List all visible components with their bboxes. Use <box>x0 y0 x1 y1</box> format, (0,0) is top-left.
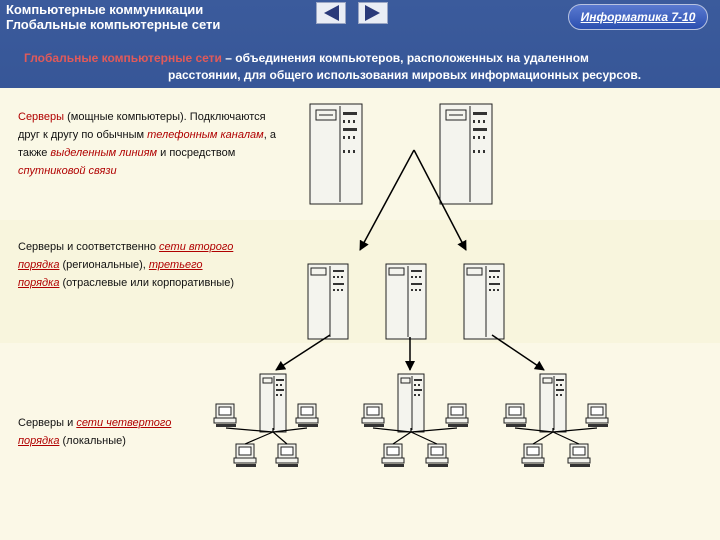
prev-slide-button[interactable] <box>316 2 346 24</box>
server-top-left <box>309 103 363 205</box>
link-arrow-1 <box>359 149 415 251</box>
next-slide-button[interactable] <box>358 2 388 24</box>
link-arrow-5 <box>491 334 545 371</box>
lan-group-1 <box>213 373 319 468</box>
s3-text-a: Серверы и <box>18 417 77 429</box>
s1-satellite: спутниковой связи <box>18 165 117 177</box>
s1-text-b: , а также <box>18 129 276 159</box>
header-title: Компьютерные коммуникации <box>6 2 204 17</box>
header-subtitle: Глобальные компьютерные сети <box>6 17 221 32</box>
info-link-button[interactable]: Информатика 7-10 <box>568 4 708 30</box>
link-arrow-3 <box>275 334 331 371</box>
s1-text-c: и посредством <box>157 147 236 159</box>
definition-term: Глобальные компьютерные сети <box>24 51 222 65</box>
lan-group-2 <box>361 373 469 468</box>
server-top-right <box>439 103 493 205</box>
s1-phone-channels: телефонным каналам <box>147 129 264 141</box>
server-mid-3 <box>463 263 505 340</box>
s2-text-a: Серверы и соответственно <box>18 241 160 253</box>
s2-second-order: сети второго порядка <box>18 241 234 271</box>
s2-text-c: (отраслевые или корпоративные) <box>59 277 235 289</box>
definition-line2: расстоянии, для общего использования мир… <box>168 68 642 82</box>
s1-text-a: (мощные компьютеры). Подключаются друг к… <box>18 111 266 141</box>
lan-group-3 <box>503 373 609 468</box>
definition-text: Глобальные компьютерные сети – объединен… <box>20 50 705 84</box>
s1-dedicated-lines: выделенным линиям <box>50 147 158 159</box>
section-1-text: Серверы (мощные компьютеры). Подключаютс… <box>18 108 288 180</box>
left-arrow-icon <box>324 5 339 21</box>
section-2-text: Серверы и соответственно сети второго по… <box>18 238 243 292</box>
server-mid-1 <box>307 263 349 340</box>
section-3-text: Серверы и сети четвертого порядка (локал… <box>18 414 198 450</box>
section-band-3 <box>0 343 720 540</box>
s2-third-order: третьего порядка <box>18 259 203 289</box>
definition-line1: объединения компьютеров, расположенных н… <box>235 51 589 65</box>
s3-text-b: (локальные) <box>59 435 126 447</box>
server-mid-2 <box>385 263 427 340</box>
definition-dash: – <box>221 51 236 65</box>
link-arrow-2 <box>413 149 467 251</box>
s3-fourth-order: сети четвертого порядка <box>18 417 172 447</box>
right-arrow-icon <box>365 5 380 21</box>
s1-servers: Серверы <box>18 111 65 123</box>
s2-text-b: (региональные), <box>59 259 149 271</box>
